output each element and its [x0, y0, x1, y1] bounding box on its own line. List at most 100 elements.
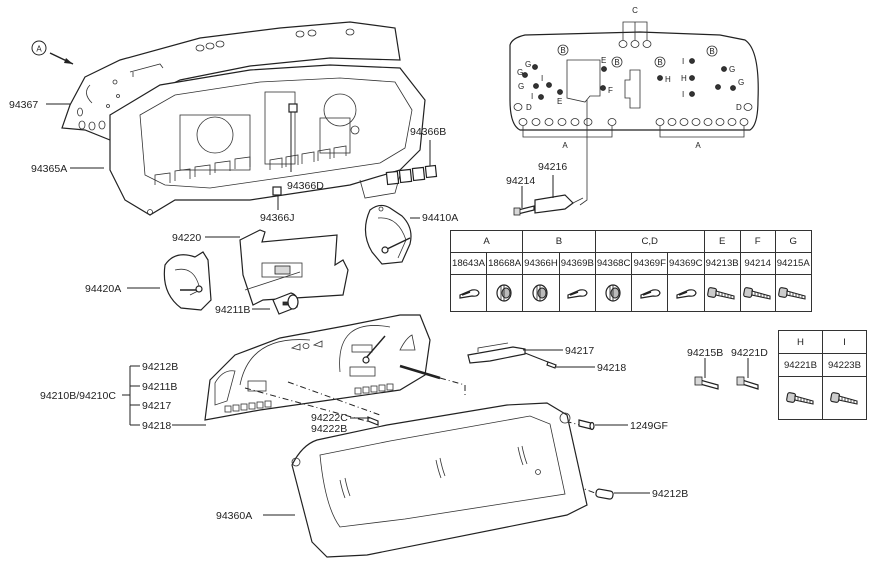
- pcb-label-h2: H: [681, 74, 687, 83]
- pcb-label-c: C: [632, 6, 638, 15]
- callout-94360A[interactable]: 94360A: [216, 510, 252, 522]
- group-header-e: E: [703, 230, 741, 253]
- center-line-2: [287, 381, 381, 416]
- part-number-row: 18643A 18668A 94366H 94369B 94368C 94369…: [449, 252, 812, 275]
- sub-part-icon-row: [778, 376, 867, 420]
- part-number-cell[interactable]: 94368C: [594, 252, 633, 275]
- part-94367-circuit-plate: [61, 21, 401, 141]
- callout-94217[interactable]: 94217: [565, 345, 594, 357]
- pcb-label-e2: E: [601, 56, 606, 65]
- part-94420A-gauge: [163, 251, 212, 311]
- callout-94366J[interactable]: 94366J: [260, 212, 294, 224]
- pcb-label-d1: D: [526, 103, 532, 112]
- part-number-cell[interactable]: 94215A: [774, 252, 812, 275]
- socket-icon: [522, 274, 560, 312]
- socket-icon-glyph: [532, 284, 548, 302]
- bulb-icon: [667, 274, 705, 312]
- view-marker-circle: [31, 40, 47, 56]
- pcb-label-h1: H: [665, 75, 671, 84]
- callout-94366B[interactable]: 94366B: [410, 126, 446, 138]
- pcb-label-i3: I: [682, 57, 684, 66]
- callout-group-94211B[interactable]: 94211B: [142, 381, 177, 393]
- part-number-cell[interactable]: 94366H: [522, 252, 560, 275]
- callout-group-94218[interactable]: 94218: [142, 420, 171, 432]
- callout-94410A[interactable]: 94410A: [422, 212, 458, 224]
- callout-94214[interactable]: 94214: [506, 175, 535, 187]
- screw-icon-glyph: [778, 287, 806, 300]
- callout-group-94212B[interactable]: 94212B: [142, 361, 178, 373]
- part-number-cell[interactable]: 94223B: [822, 353, 867, 377]
- pcb-view-a: C B B B B G G G I: [509, 6, 759, 206]
- part-icon-row: [449, 274, 812, 312]
- screw-icon-glyph: [785, 392, 814, 405]
- part-94221D-screw: [736, 376, 759, 390]
- part-94410A-gauge: [364, 204, 412, 265]
- callout-assembly-94210B-94210C[interactable]: 94210B/94210C: [40, 390, 116, 402]
- leader-lines: [46, 103, 749, 516]
- callout-94222B[interactable]: 94222B: [311, 423, 347, 435]
- part-94211B: [272, 292, 299, 315]
- screw-icon: [703, 274, 741, 312]
- part-94216-bracket: [534, 194, 584, 214]
- group-header-h: H: [778, 330, 823, 354]
- callout-94222C[interactable]: 94222C: [311, 412, 348, 424]
- callout-94216[interactable]: 94216: [538, 161, 567, 173]
- callout-94212B[interactable]: 94212B: [652, 488, 688, 500]
- part-94218-screw: [524, 352, 557, 369]
- pcb-label-b1: B: [560, 46, 565, 55]
- part-94217-clip: [467, 342, 526, 364]
- socket-icon-glyph: [496, 284, 512, 302]
- callout-94220[interactable]: 94220: [172, 232, 201, 244]
- part-number-cell[interactable]: 94369C: [667, 252, 705, 275]
- part-number-cell[interactable]: 94213B: [703, 252, 741, 275]
- callout-labels: 94367 94365A 94366B 94366D 94366J 94410A…: [9, 99, 768, 522]
- center-line-3: [439, 377, 466, 398]
- part-number-cell[interactable]: 18643A: [449, 252, 488, 275]
- pcb-label-g5: G: [738, 78, 744, 87]
- part-number-cell[interactable]: 94369B: [558, 252, 596, 275]
- part-number-cell[interactable]: 94214: [739, 252, 776, 275]
- pcb-label-b3: B: [657, 58, 662, 67]
- screw-icon-glyph: [829, 392, 858, 405]
- pcb-label-i2: I: [531, 92, 533, 101]
- callout-94420A[interactable]: 94420A: [85, 283, 121, 295]
- pcb-label-a2: A: [695, 141, 701, 150]
- sub-part-number-row: 94221B 94223B: [778, 353, 867, 377]
- screw-icon: [774, 274, 812, 312]
- bulb-icon-glyph: [640, 289, 661, 299]
- pcb-label-b4: B: [709, 47, 714, 56]
- pcb-label-g4: G: [729, 65, 735, 74]
- part-94366J: [272, 186, 282, 196]
- callout-94365A[interactable]: 94365A: [31, 163, 67, 175]
- sub-group-letter-row: H I: [778, 330, 867, 354]
- callout-1249GF[interactable]: 1249GF: [630, 420, 668, 432]
- pcb-label-e1: E: [557, 97, 562, 106]
- socket-icon: [594, 274, 633, 312]
- callout-group-94217[interactable]: 94217: [142, 400, 171, 412]
- group-header-g: G: [774, 230, 812, 253]
- part-94215B-screw: [694, 376, 719, 390]
- part-number-cell[interactable]: 94369F: [631, 252, 668, 275]
- part-94365A-case: [109, 64, 426, 216]
- pcb-label-f: F: [608, 86, 613, 95]
- callout-94221D[interactable]: 94221D: [731, 347, 768, 359]
- part-number-cell[interactable]: 18668A: [486, 252, 524, 275]
- bulb-icon: [631, 274, 668, 312]
- part-94212B-bulb: [595, 488, 614, 500]
- bulb-icon: [558, 274, 596, 312]
- callout-94211B[interactable]: 94211B: [215, 304, 250, 316]
- callout-94218[interactable]: 94218: [597, 362, 626, 374]
- callout-94366D[interactable]: 94366D: [287, 180, 324, 192]
- callout-94367[interactable]: 94367: [9, 99, 38, 111]
- bulb-icon-glyph: [567, 289, 588, 299]
- part-94360A-lens: [291, 402, 588, 558]
- pcb-label-i1: I: [541, 74, 543, 83]
- socket-icon-glyph: [605, 284, 621, 302]
- screw-icon: [822, 376, 867, 420]
- parts-reference-table: A B C,D E F G 18643A 18668A 94366H 94369…: [449, 230, 812, 312]
- pcb-label-d2: D: [736, 103, 742, 112]
- callout-94215B[interactable]: 94215B: [687, 347, 723, 359]
- part-number-cell[interactable]: 94221B: [778, 353, 823, 377]
- part-94210B-dial-plate: [204, 314, 441, 421]
